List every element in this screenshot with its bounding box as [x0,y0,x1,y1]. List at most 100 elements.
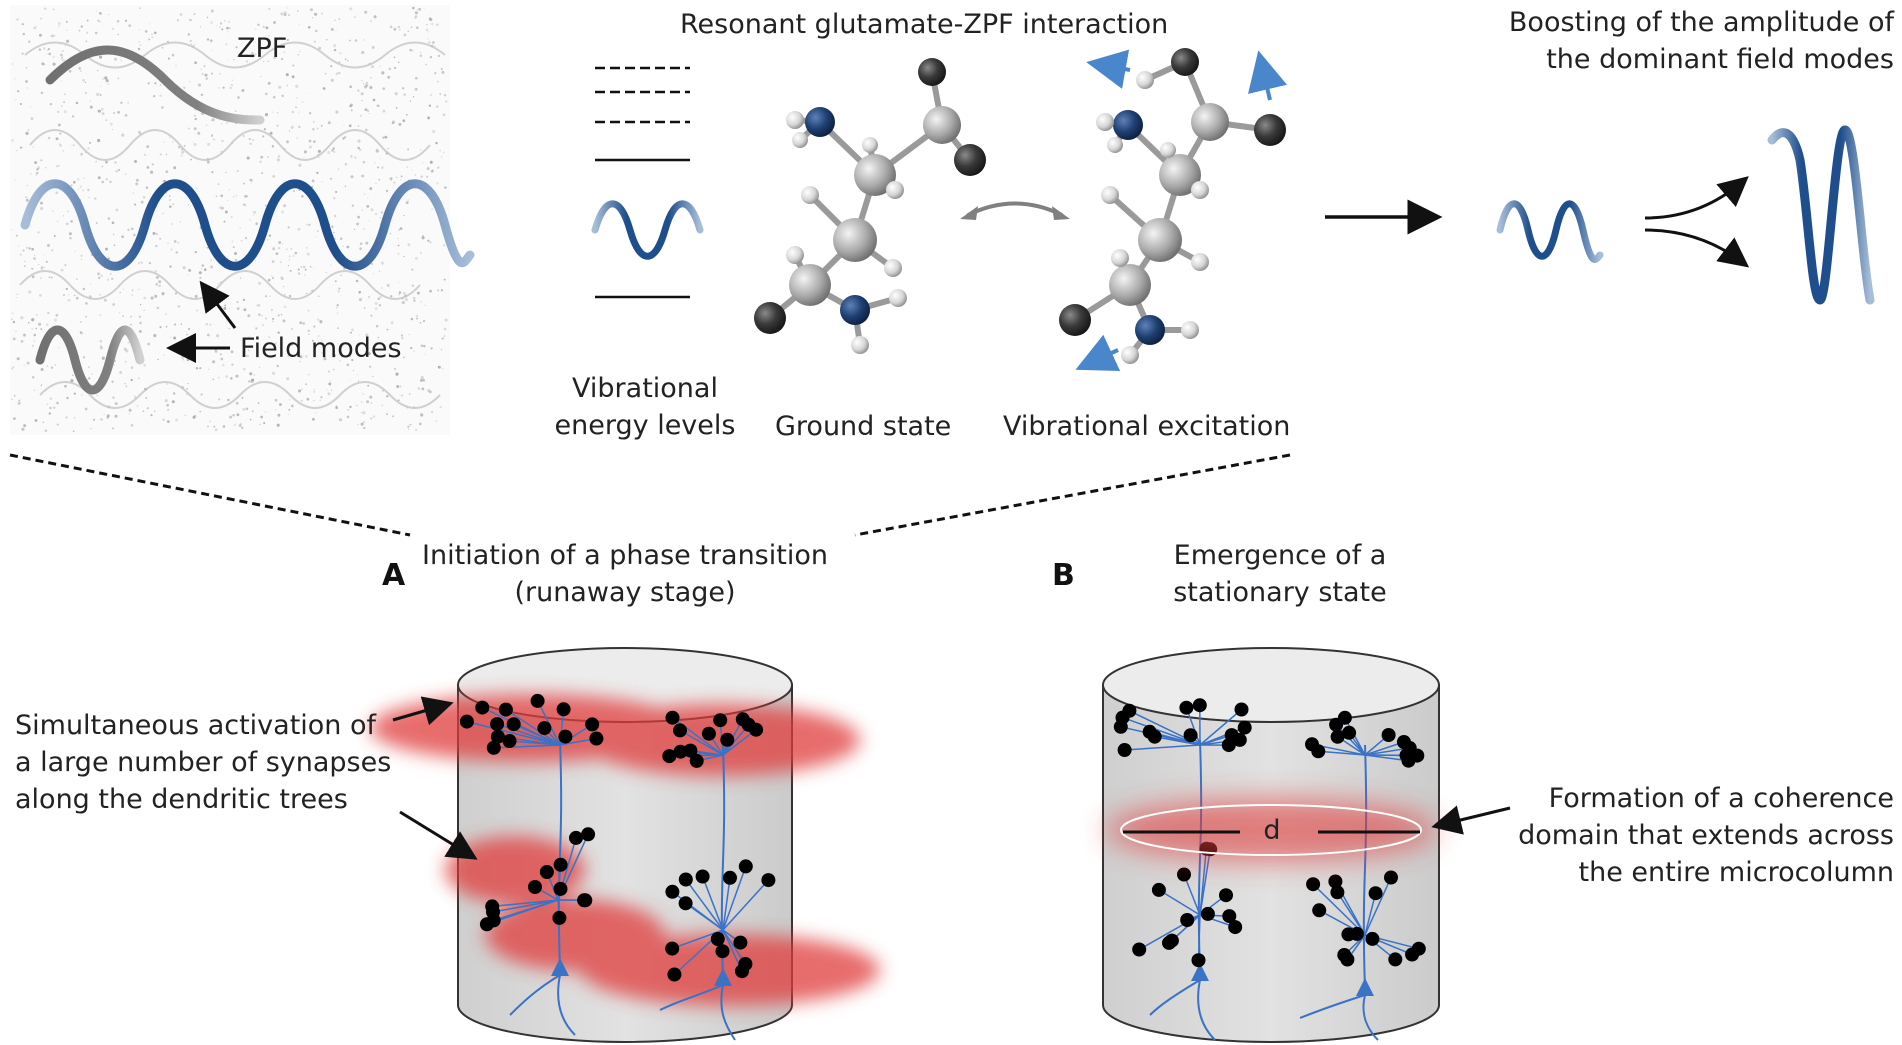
zpf-noise-speck [148,261,152,265]
zpf-noise-speck [233,59,235,61]
zpf-noise-speck [19,102,22,106]
zpf-noise-speck [414,174,417,176]
zpf-noise-speck [260,75,262,78]
panel-a-annotation-line1: Simultaneous activation of [15,710,377,741]
zpf-noise-speck [437,289,440,292]
zpf-noise-speck [298,360,301,363]
zpf-noise-speck [254,53,257,56]
zpf-noise-speck [436,80,439,83]
zpf-noise-speck [234,252,237,255]
zpf-noise-speck [226,26,229,30]
zpf-noise-speck [255,222,259,225]
zpf-noise-speck [435,141,438,145]
zpf-noise-speck [239,277,242,279]
zpf-noise-speck [420,175,423,178]
zpf-noise-speck [313,40,317,43]
zpf-noise-speck [161,106,164,109]
boost-split-arrow-down [1644,228,1750,268]
zpf-noise-speck [243,182,245,185]
zpf-noise-speck [442,368,444,370]
zpf-noise-speck [228,327,230,330]
zpf-noise-speck [25,131,29,135]
zpf-noise-speck [393,27,397,31]
zpf-noise-speck [57,110,60,114]
zpf-noise-speck [139,330,142,333]
panel-b-annotation-line1: Formation of a coherence [1548,783,1894,814]
zpf-noise-speck [46,243,51,247]
zpf-noise-speck [397,25,401,29]
zpf-noise-speck [249,372,253,376]
zpf-noise-speck [419,54,423,58]
zpf-noise-speck [411,268,414,271]
zpf-noise-speck [130,366,134,369]
zpf-noise-speck [24,265,26,267]
zpf-noise-speck [333,354,337,357]
zpf-noise-speck [31,247,34,251]
zpf-noise-speck [214,428,218,432]
zpf-noise-speck [47,136,51,140]
zpf-noise-speck [42,421,45,424]
zpf-noise-speck [57,220,59,222]
zpf-noise-speck [426,167,430,171]
zpf-noise-speck [26,184,29,187]
zpf-noise-speck [158,280,162,284]
zpf-noise-speck [252,139,254,141]
zpf-noise-speck [72,430,75,433]
synapse [585,717,600,732]
zpf-noise-speck [138,315,141,318]
zpf-noise-speck [34,419,38,422]
zpf-noise-speck [134,395,136,398]
zpf-noise-speck [381,71,385,75]
zpf-noise-speck [308,145,312,149]
apical-dendrite [1362,744,1368,991]
zpf-noise-speck [330,389,333,391]
zpf-noise-speck [181,356,184,359]
zpf-noise-speck [55,313,59,317]
zpf-noise-speck [255,223,258,226]
zpf-noise-speck [319,320,323,324]
zpf-noise-speck [190,158,192,161]
zpf-noise-speck [132,192,135,194]
synapse [1117,743,1132,757]
zpf-noise-speck [100,346,103,350]
zpf-noise-speck [287,413,290,416]
zpf-noise-speck [410,317,414,321]
zpf-noise-speck [355,279,359,283]
energy-levels-label-line1: Vibrational [572,373,718,404]
panel-a-letter: A [382,558,406,593]
panel-b-annotation: Formation of a coherence domain that ext… [1500,780,1894,891]
synapse [1180,913,1195,927]
zpf-noise-speck [273,21,276,24]
zpf-noise-speck [410,346,413,350]
zpf-noise-speck [96,69,99,72]
zpf-noise-speck [219,353,222,356]
zpf-noise-speck [443,334,446,338]
zpf-noise-speck [82,356,86,359]
zpf-noise-speck [378,178,380,181]
zpf-noise-speck [301,101,304,103]
zpf-noise-speck [213,425,216,428]
axon-branch [1149,979,1201,1016]
zpf-noise-speck [194,251,197,254]
zpf-noise-speck [420,376,424,380]
zpf-noise-speck [393,56,396,59]
zpf-noise-speck [236,301,239,304]
zpf-noise-speck [51,249,54,252]
zpf-noise-speck [327,389,329,391]
zpf-noise-speck [349,39,351,42]
zpf-noise-speck [238,424,242,427]
axon-branch [509,974,561,1016]
zpf-noise-speck [66,39,70,43]
zpf-noise-speck [81,394,83,396]
zpf-noise-speck [154,82,157,85]
zpf-noise-speck [262,135,265,138]
zpf-noise-speck [439,406,442,409]
zpf-noise-speck [346,245,350,249]
zpf-noise-speck [288,294,292,298]
zpf-noise-speck [264,113,269,117]
zpf-noise-speck [268,234,272,237]
zpf-noise-speck [105,247,108,251]
zpf-noise-speck [211,118,215,122]
zpf-noise-speck [135,182,139,186]
zpf-noise-speck [406,166,409,168]
